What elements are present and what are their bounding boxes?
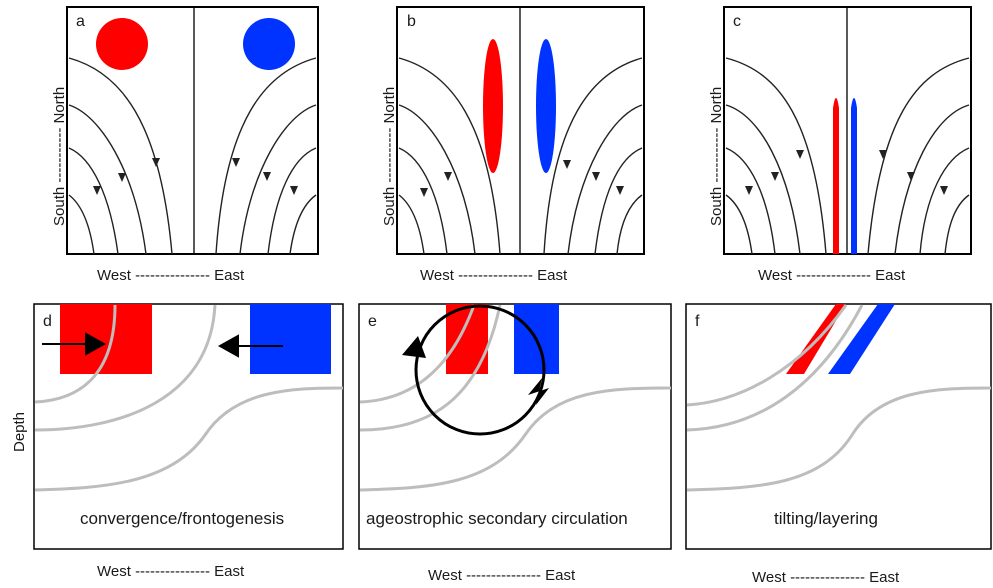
panel-c-streamlines bbox=[725, 57, 970, 255]
panel-b-y-label: South ----------- North bbox=[381, 87, 398, 226]
panel-d-isopycnals bbox=[34, 304, 344, 492]
panel-b-letter: b bbox=[407, 13, 416, 30]
panel-e: e ageostrophic secondary circulation Wes… bbox=[358, 303, 672, 584]
panel-d-warm-block bbox=[60, 304, 152, 374]
panel-f-cold-layer bbox=[828, 304, 895, 374]
panel-b-x-label: West --------------- East bbox=[420, 267, 568, 284]
panel-e-circulation-arrows bbox=[402, 336, 549, 405]
panel-e-isopycnals bbox=[359, 304, 672, 492]
panel-c-cold-filament bbox=[851, 98, 857, 254]
panel-d: d convergence/frontogenesis Depth West -… bbox=[11, 303, 344, 580]
panel-f-caption: tilting/layering bbox=[774, 509, 878, 528]
panel-d-caption: convergence/frontogenesis bbox=[80, 509, 284, 528]
panel-c-letter: c bbox=[733, 13, 741, 30]
panel-d-letter: d bbox=[43, 313, 52, 330]
panel-b-warm-eddy bbox=[483, 39, 503, 173]
panel-f-letter: f bbox=[695, 313, 700, 330]
panel-a-cold-eddy bbox=[243, 18, 295, 70]
panel-a-frame bbox=[66, 6, 319, 255]
panel-b-cold-eddy bbox=[536, 39, 556, 173]
panel-e-circulation-loop bbox=[414, 304, 546, 436]
panel-a-letter: a bbox=[76, 13, 85, 30]
panel-b-streamlines bbox=[398, 57, 643, 255]
panel-e-caption: ageostrophic secondary circulation bbox=[366, 509, 628, 528]
panel-e-letter: e bbox=[368, 313, 377, 330]
panel-c-x-label: West --------------- East bbox=[758, 267, 906, 284]
panel-c: c South ----------- North West ---------… bbox=[708, 6, 972, 284]
panel-a-flow-arrows bbox=[93, 158, 298, 195]
panel-b-flow-arrows bbox=[420, 160, 624, 197]
panel-a: a South ----------- North West ---------… bbox=[51, 6, 319, 284]
panel-f-x-label: West --------------- East bbox=[752, 569, 900, 586]
panel-a-warm-eddy bbox=[96, 18, 148, 70]
panel-b: b South ----------- North West ---------… bbox=[381, 6, 645, 284]
panel-c-warm-filament bbox=[833, 98, 839, 254]
panel-e-x-label: West --------------- East bbox=[428, 567, 576, 584]
panel-f: f tilting/layering West --------------- … bbox=[685, 303, 992, 586]
panel-d-frame bbox=[33, 303, 344, 550]
panel-c-y-label: South ----------- North bbox=[708, 87, 725, 226]
panel-f-isopycnals bbox=[686, 304, 992, 492]
panel-a-y-label: South ----------- North bbox=[51, 87, 68, 226]
panel-a-x-label: West --------------- East bbox=[97, 267, 245, 284]
panel-a-streamlines bbox=[68, 57, 317, 255]
panel-d-y-label: Depth bbox=[11, 412, 28, 452]
panel-d-x-label: West --------------- East bbox=[97, 563, 245, 580]
panel-d-convergence-arrows bbox=[42, 332, 283, 358]
panel-d-cold-block bbox=[250, 304, 331, 374]
panel-c-flow-arrows bbox=[745, 150, 948, 195]
